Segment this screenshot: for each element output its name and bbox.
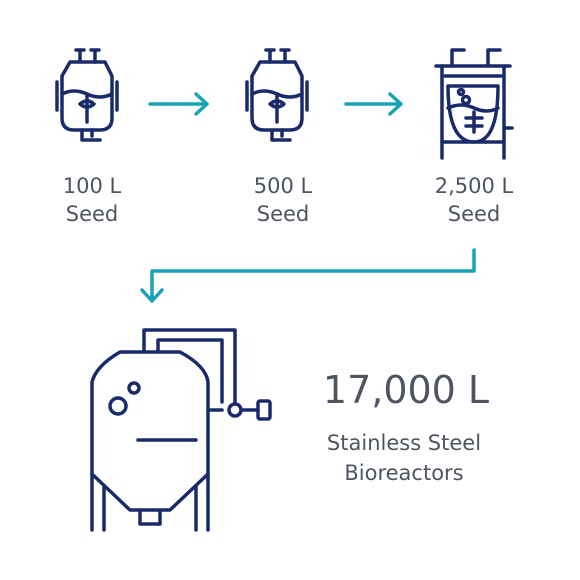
stage-1-volume: 100 L <box>62 174 122 198</box>
seed-vessel-500l-icon <box>245 48 309 142</box>
stainless-bioreactor-icon <box>90 328 272 532</box>
stage-3-type: Seed <box>447 202 501 226</box>
final-label-line2: Bioreactors <box>344 461 464 485</box>
stage-2-volume: 500 L <box>253 174 313 198</box>
stage-1-type: Seed <box>65 202 119 226</box>
seed-vessel-100l-icon <box>55 48 119 142</box>
stage-2-type: Seed <box>256 202 310 226</box>
arrow-2-icon <box>344 92 403 116</box>
seed-vessel-2500l-icon <box>434 48 514 160</box>
connector-arrow-icon <box>140 248 476 303</box>
final-volume: 17,000 L <box>322 368 490 412</box>
stage-3-volume: 2,500 L <box>434 174 514 198</box>
final-label-line1: Stainless Steel <box>326 431 482 455</box>
arrow-1-icon <box>148 92 209 116</box>
